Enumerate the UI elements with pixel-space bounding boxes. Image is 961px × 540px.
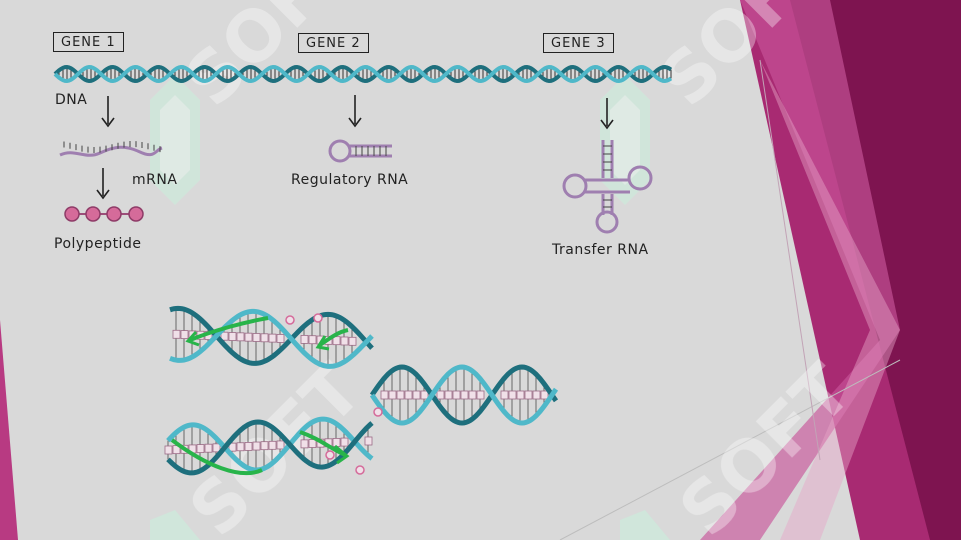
regulatory-rna-label: Regulatory RNA (291, 172, 409, 188)
gene-2-label: GENE 2 (298, 33, 369, 53)
arrow-gene1-to-mrna (101, 96, 115, 128)
polypeptide-label: Polypeptide (54, 236, 142, 252)
dna-label: DNA (55, 92, 88, 108)
transfer-rna-cloverleaf (562, 140, 653, 234)
transfer-rna-label: Transfer RNA (552, 242, 649, 258)
polypeptide-chain (64, 206, 144, 222)
arrow-gene2-to-regulatory-rna (348, 95, 362, 128)
regulatory-rna-hairpin (328, 139, 392, 163)
mrna-label: mRNA (132, 172, 178, 188)
mrna-strand (59, 141, 163, 157)
arrow-gene3-to-transfer-rna (600, 98, 614, 130)
gene-1-label: GENE 1 (53, 32, 124, 52)
arrow-mrna-to-polypeptide (96, 168, 110, 200)
gene-3-label: GENE 3 (543, 33, 614, 53)
dna-double-helix (53, 65, 673, 83)
